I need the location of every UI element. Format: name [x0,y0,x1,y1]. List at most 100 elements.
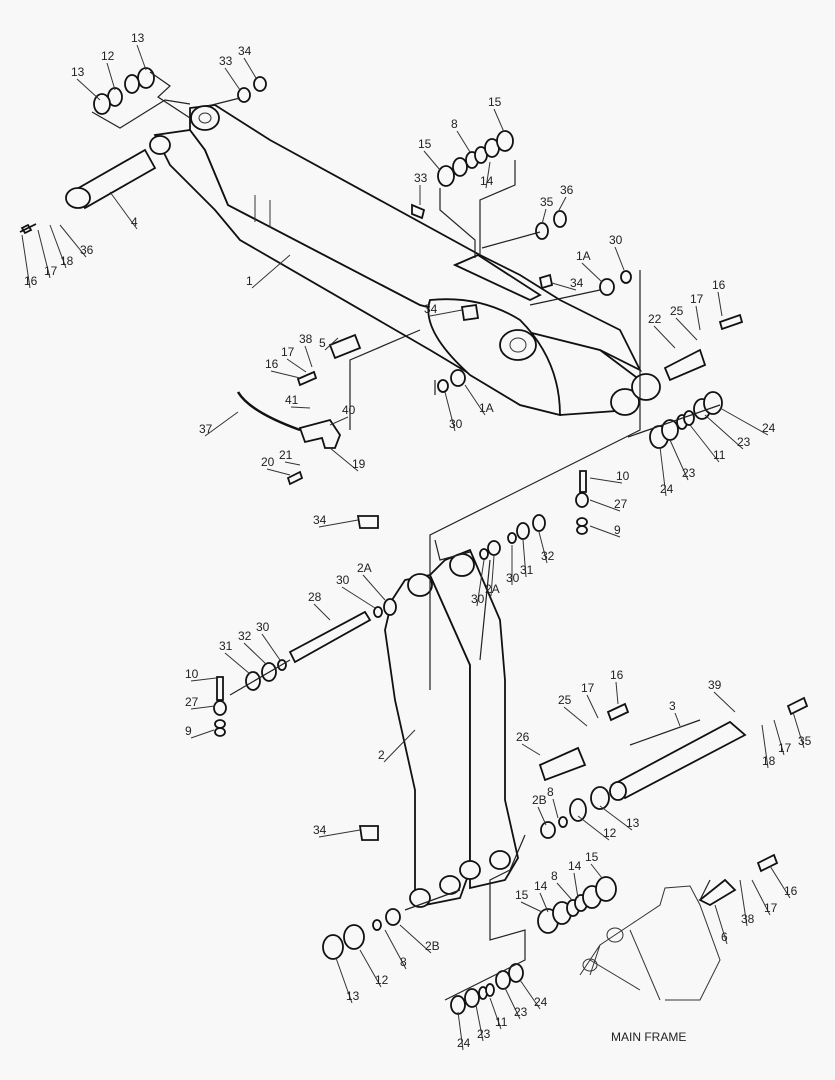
callout-30: 30 [506,545,520,585]
callout-number: 15 [488,95,502,109]
callout-2A: 2A [485,555,500,597]
callout-number: 25 [558,693,572,707]
callout-number: 16 [265,357,279,371]
callout-number: 8 [400,955,407,969]
callout-12: 12 [101,49,116,91]
leader-line [21,234,31,289]
leader-line [324,337,339,351]
callout-number: 34 [313,513,327,527]
leader-line [653,325,676,349]
leader-line [109,191,138,230]
callout-11: 11 [489,997,508,1030]
leader-line [719,407,769,436]
leader-line [362,574,386,601]
callout-33: 33 [414,171,428,205]
leader-line [522,539,527,578]
leader-line [384,929,407,970]
callout-number: 13 [71,65,85,79]
leader-line [714,904,728,945]
callout-number: 32 [238,629,252,643]
callout-number: 31 [219,639,233,653]
leader-line [519,979,541,1010]
leader-line [537,806,547,826]
callout-number: 23 [682,466,696,480]
callout-number: 4 [131,215,138,229]
callout-17: 17 [690,292,704,331]
leader-line [475,1004,484,1042]
boom [149,104,661,417]
leader-line [751,879,771,916]
callout-number: 12 [101,49,115,63]
callout-23: 23 [704,414,751,450]
leader-line [489,997,502,1030]
callout-number: 13 [626,816,640,830]
callout-36: 36 [59,224,94,258]
callout-36: 36 [557,183,574,213]
callout-34: 34 [238,44,257,79]
callout-4: 4 [109,191,138,230]
callout-10: 10 [185,667,217,682]
callout-number: 15 [585,850,599,864]
callout-2: 2 [378,729,416,763]
callout-10: 10 [589,469,630,484]
callout-12: 12 [577,815,617,841]
callout-number: 23 [477,1027,491,1041]
callout-21: 21 [279,448,301,466]
leader-line [614,246,625,271]
leader-line [599,805,633,831]
leader-line [304,345,313,368]
callout-14: 14 [480,161,494,189]
leader-line [444,391,456,432]
callout-number: 31 [520,563,534,577]
arm [384,548,519,908]
leader-line [739,879,748,927]
callout-24: 24 [659,446,674,497]
callout-26: 26 [516,730,541,756]
leader-line [243,57,257,79]
callout-30: 30 [609,233,625,271]
leader-line [695,305,701,331]
callout-18: 18 [761,724,776,769]
callout-17: 17 [751,879,778,916]
callout-number: 33 [414,171,428,185]
callout-1A: 1A [576,249,603,283]
callout-13: 13 [71,65,101,101]
callout-1A: 1A [464,384,494,416]
leader-line [563,706,588,727]
leader-line [769,865,791,899]
callout-6: 6 [714,904,728,945]
callout-17: 17 [773,719,792,756]
leader-line [464,384,486,416]
leader-line [773,719,785,756]
callout-16: 16 [265,357,301,379]
leader-line [190,677,217,682]
callout-number: 1 [246,274,253,288]
leader-line [59,224,87,258]
leader-line [251,254,291,289]
callout-16: 16 [21,234,38,289]
callout-24: 24 [519,979,548,1010]
callout-31: 31 [219,639,251,675]
leader-line [485,161,491,189]
callout-3: 3 [669,699,681,727]
leader-line [551,282,577,291]
callout-15: 15 [418,137,441,171]
callout-number: 2 [378,748,385,762]
callout-31: 31 [520,539,534,578]
callout-28: 28 [308,590,331,621]
callout-number: 34 [313,823,327,837]
callout-number: 18 [762,754,776,768]
leader-line [190,729,215,739]
callout-number: 33 [219,54,233,68]
leader-line [476,559,485,607]
callout-11: 11 [689,424,726,463]
leader-line [589,499,621,512]
callout-number: 13 [346,989,360,1003]
leader-line [490,555,495,597]
callout-13: 13 [335,957,360,1004]
leader-line [37,229,51,279]
leader-line [313,603,331,621]
callout-number: 30 [506,571,520,585]
callout-number: 5 [319,336,326,350]
